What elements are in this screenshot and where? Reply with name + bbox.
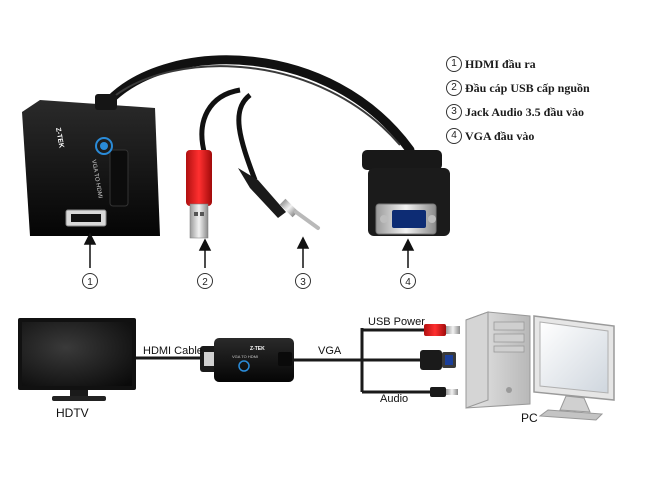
model-label-small: VGA TO HDMI [232,354,258,359]
callout-number: 1 [87,277,93,288]
brand-label-top: Z-TEK [54,127,64,149]
vga-connector [362,150,450,236]
pc-label: PC [521,411,538,425]
callout-number: 4 [405,277,411,288]
callout-number: 3 [300,277,306,288]
brand-label-small: Z-TEK [250,346,265,352]
hdmi-plug-icon [200,346,218,372]
legend-item: 2 Đầu cáp USB cấp nguồn [446,76,646,100]
legend-text: Đầu cáp USB cấp nguồn [465,80,590,95]
legend-text: HDMI đầu ra [465,56,536,71]
hdmi-cable-label: HDMI Cable [143,345,203,357]
vga-plug-icon [420,350,456,370]
audio-jack-connector [238,168,320,230]
legend-text: Jack Audio 3.5 đầu vào [465,104,585,119]
usb-power-label: USB Power [368,316,425,328]
pc-tower-icon [465,311,531,409]
cable-bundle [105,55,415,181]
legend: 1 HDMI đầu ra 2 Đầu cáp USB cấp nguồn 3 … [446,52,646,148]
legend-number: 2 [446,80,462,96]
cable-lines [136,328,430,394]
converter-box-small: Z-TEK VGA TO HDMI [214,338,294,382]
legend-number: 4 [446,128,462,144]
callout-arrows [83,232,415,268]
callout-circles [82,273,416,289]
legend-item: 3 Jack Audio 3.5 đầu vào [446,100,646,124]
hdtv-label: HDTV [56,406,89,420]
monitor-icon [533,315,615,421]
hdtv-icon [18,318,136,401]
audio-label: Audio [380,393,409,405]
legend-number: 3 [446,104,462,120]
legend-number: 1 [446,56,462,72]
usb-connector [186,150,212,239]
legend-item: 4 VGA đầu vào [446,124,646,148]
legend-text: VGA đầu vào [465,128,535,143]
legend-item: 1 HDMI đầu ra [446,52,646,76]
vga-label: VGA [318,345,342,357]
usb-plug-icon [424,324,460,336]
callout-number: 2 [202,277,208,288]
audio-plug-icon [430,387,458,397]
converter-box: Z-TEK VGA TO HDMI [22,94,160,236]
